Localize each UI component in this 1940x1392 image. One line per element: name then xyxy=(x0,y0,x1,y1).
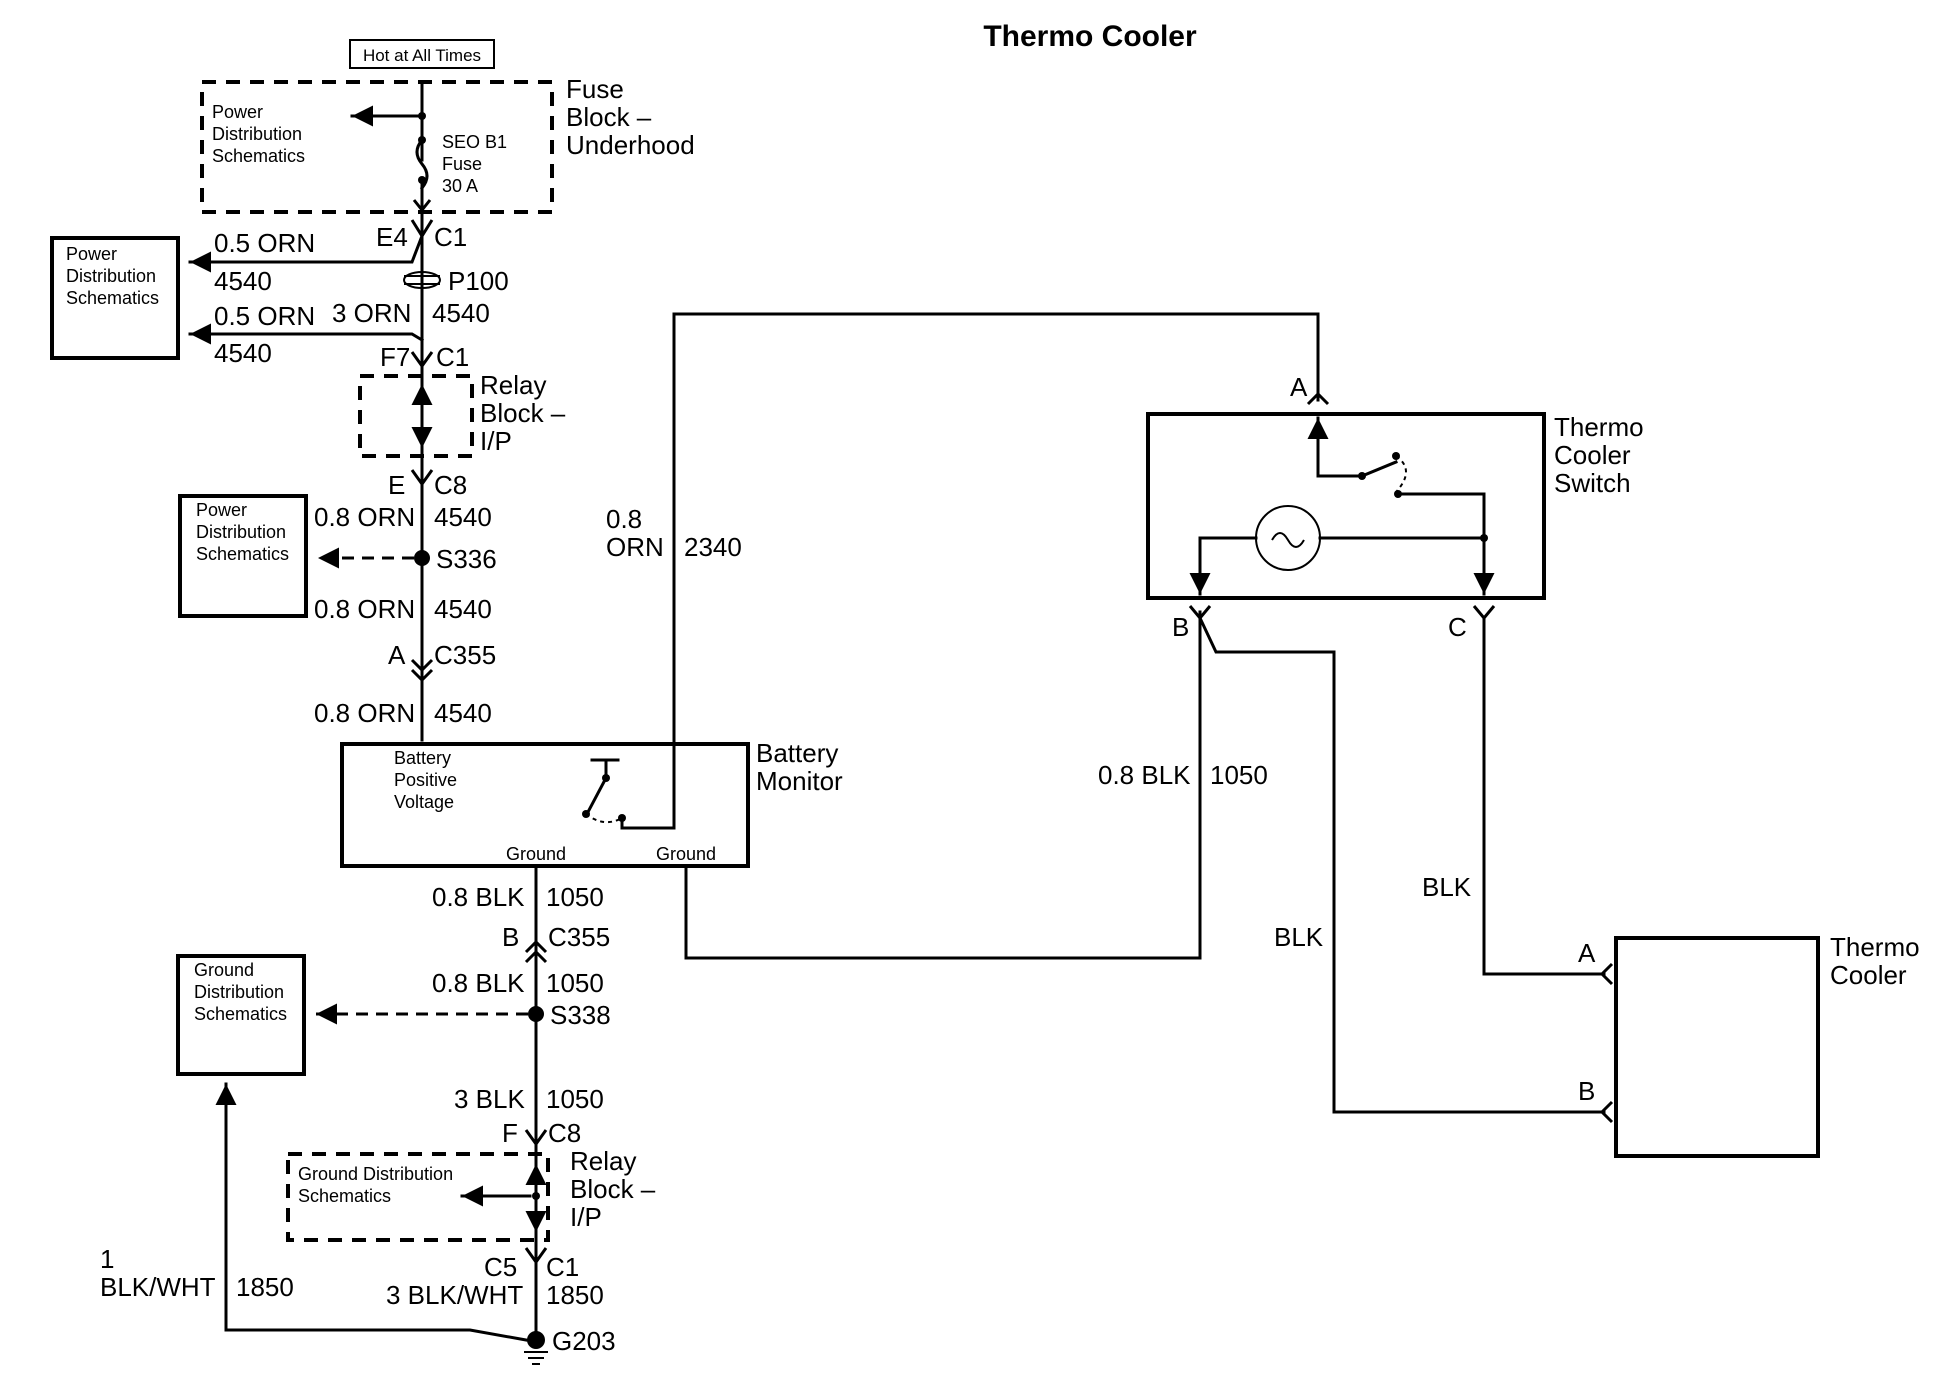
splice-s336 xyxy=(414,550,430,566)
w10-size: 3 BLK xyxy=(454,1084,525,1114)
relay-block-bottom xyxy=(286,1152,550,1242)
w2-num: 4540 xyxy=(214,338,272,368)
w1-size: 0.5 ORN xyxy=(214,228,315,258)
thermo-cooler-label: Thermo Cooler xyxy=(1830,932,1927,990)
connector-c1-bot: C1 xyxy=(546,1252,579,1282)
fuse-block-underhood xyxy=(200,80,554,214)
fuse-label: SEO B1 Fuse 30 A xyxy=(442,132,512,196)
w14-label: BLK xyxy=(1274,922,1324,952)
thermo-cooler-switch-label: Thermo Cooler Switch xyxy=(1554,412,1651,498)
thermo-cooler-switch-box xyxy=(1146,412,1546,600)
splice-s338 xyxy=(528,1006,544,1022)
w5-num: 4540 xyxy=(434,594,492,624)
pds-inside-fuse-block: Power Distribution Schematics xyxy=(212,102,307,166)
hot-at-all-times-badge xyxy=(349,39,495,69)
w9-num: 1050 xyxy=(546,968,604,998)
battery-positive-voltage-label: Battery Positive Voltage xyxy=(394,748,462,812)
battery-monitor-box xyxy=(340,742,750,868)
w11-size: 3 BLK/WHT xyxy=(386,1280,523,1310)
splice-p100 xyxy=(403,271,441,289)
pds-box-1-label: Power Distribution Schematics xyxy=(66,244,161,308)
thermo-cooler-box xyxy=(1614,936,1820,1158)
w13-size: 0.8 BLK xyxy=(1098,760,1191,790)
relay-block-top-label: Relay Block – I/P xyxy=(480,370,573,456)
fuse-symbol xyxy=(415,137,429,191)
bm-internal-switch xyxy=(585,758,620,815)
hot-at-all-times-label: Hot at All Times xyxy=(363,46,481,65)
w5-size: 0.8 ORN xyxy=(314,594,415,624)
relay-block-top xyxy=(358,374,474,458)
cooler-pin-a: A xyxy=(1578,938,1596,968)
bm-ground-1: Ground xyxy=(506,844,566,864)
connector-e4: E4 xyxy=(376,222,408,252)
w7-size-a: 0.8 xyxy=(606,504,642,534)
w9-size: 0.8 BLK xyxy=(432,968,525,998)
wire-0-5-orn-a xyxy=(188,234,424,273)
bm-output-wire xyxy=(620,312,1320,830)
switch-pin-c: C xyxy=(1448,612,1467,642)
ground-g203-label: G203 xyxy=(552,1326,616,1356)
fuse-block-label: Fuse Block – Underhood xyxy=(566,74,695,160)
connector-c5: C5 xyxy=(484,1252,517,1282)
connector-c8-top: C8 xyxy=(434,470,467,500)
wire-bm-ground-to-switch xyxy=(684,610,1202,960)
cooler-pin-b: B xyxy=(1578,1076,1595,1106)
w7-size-b: ORN xyxy=(606,532,664,562)
gds-inside-relay-block: Ground Distribution Schematics xyxy=(298,1164,458,1206)
w8-size: 0.8 BLK xyxy=(432,882,525,912)
w8-num: 1050 xyxy=(546,882,604,912)
splice-p100-label: P100 xyxy=(448,266,509,296)
switch-indicator-lamp xyxy=(1255,505,1321,571)
w4-num: 4540 xyxy=(434,502,492,532)
battery-monitor-label: Battery Monitor xyxy=(756,738,846,796)
w3-size: 3 ORN xyxy=(332,298,411,328)
gds-box-label: Ground Distribution Schematics xyxy=(194,960,289,1024)
wire-0-5-orn-b xyxy=(188,323,425,345)
wire-switch-c-to-cooler-a xyxy=(1482,616,1606,976)
pds-box-2 xyxy=(178,494,308,618)
connector-a-c355: A xyxy=(388,640,406,670)
connector-c355-top: C355 xyxy=(434,640,496,670)
w2-size: 0.5 ORN xyxy=(214,301,315,331)
pds-box-2-label: Power Distribution Schematics xyxy=(196,500,291,564)
connector-c1-top: C1 xyxy=(434,222,467,252)
w1-num: 4540 xyxy=(214,266,272,296)
switch-pin-a: A xyxy=(1290,372,1308,402)
connector-c1-f7: C1 xyxy=(436,342,469,372)
switch-pin-b: B xyxy=(1172,612,1189,642)
diagram-title: Thermo Cooler xyxy=(983,20,1197,53)
pds-box-1 xyxy=(50,236,180,360)
connector-c8-bot: C8 xyxy=(548,1118,581,1148)
wire-1-blk-wht xyxy=(215,1082,528,1342)
splice-s336-label: S336 xyxy=(436,544,497,574)
connector-f7: F7 xyxy=(380,342,410,372)
w12-size-b: BLK/WHT xyxy=(100,1272,216,1302)
w3-num: 4540 xyxy=(432,298,490,328)
w12-num: 1850 xyxy=(236,1272,294,1302)
bm-ground-2: Ground xyxy=(656,844,716,864)
w4-size: 0.8 ORN xyxy=(314,502,415,532)
connector-b-c355: B xyxy=(502,922,519,952)
gds-box xyxy=(176,954,306,1076)
connector-c355-bot: C355 xyxy=(548,922,610,952)
w6-num: 4540 xyxy=(434,698,492,728)
w12-size-a: 1 xyxy=(100,1244,114,1274)
w6-size: 0.8 ORN xyxy=(314,698,415,728)
w13-num: 1050 xyxy=(1210,760,1268,790)
w15-label: BLK xyxy=(1422,872,1472,902)
wire-switch-b-to-cooler-b xyxy=(1198,616,1606,1114)
connector-f-c8: F xyxy=(502,1118,518,1148)
relay-block-bottom-label: Relay Block – I/P xyxy=(570,1146,663,1232)
w10-num: 1050 xyxy=(546,1084,604,1114)
connector-e: E xyxy=(388,470,405,500)
splice-s338-label: S338 xyxy=(550,1000,611,1030)
ground-g203 xyxy=(527,1331,545,1349)
w7-num: 2340 xyxy=(684,532,742,562)
w11-num: 1850 xyxy=(546,1280,604,1310)
